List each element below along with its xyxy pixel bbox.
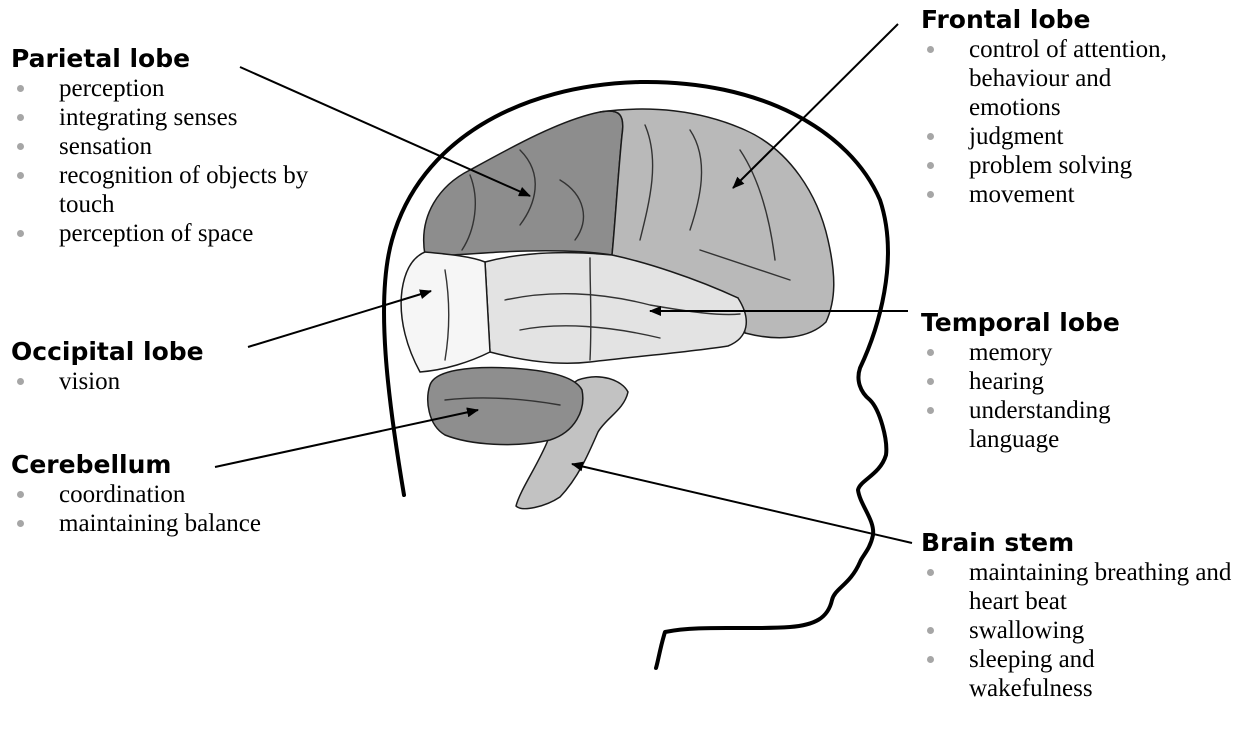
- function-item: hearing: [921, 367, 1251, 396]
- parietal-function-list: perception integrating senses sensation …: [11, 74, 371, 248]
- temporal-lobe-label: Temporal lobe memory hearing understandi…: [921, 308, 1251, 454]
- cerebellum-function-list: coordination maintaining balance: [11, 480, 351, 538]
- cerebellum-label: Cerebellum coordination maintaining bala…: [11, 450, 351, 538]
- function-item: swallowing: [921, 616, 1260, 645]
- frontal-arrow: [733, 24, 898, 188]
- frontal-function-list: control of attention, behaviour and emot…: [921, 35, 1221, 209]
- occipital-lobe-label: Occipital lobe vision: [11, 337, 311, 396]
- parietal-lobe-title: Parietal lobe: [11, 44, 371, 74]
- function-item: control of attention, behaviour and emot…: [921, 35, 1199, 122]
- function-item: sleeping and wakefulness: [921, 645, 1139, 703]
- function-item: perception: [11, 74, 371, 103]
- function-item: maintaining breathing and heart beat: [921, 558, 1254, 616]
- function-item: perception of space: [11, 219, 371, 248]
- function-item: judgment: [921, 122, 1221, 151]
- function-item: coordination: [11, 480, 351, 509]
- cerebellum-title: Cerebellum: [11, 450, 351, 480]
- frontal-lobe-label: Frontal lobe control of attention, behav…: [921, 5, 1221, 209]
- occipital-function-list: vision: [11, 367, 311, 396]
- function-item: vision: [11, 367, 311, 396]
- occipital-lobe-title: Occipital lobe: [11, 337, 311, 367]
- parietal-lobe-label: Parietal lobe perception integrating sen…: [11, 44, 371, 248]
- cerebellum-region: [428, 368, 583, 445]
- function-item: recognition of objects by touch: [11, 161, 349, 219]
- function-item: sensation: [11, 132, 371, 161]
- function-item: integrating senses: [11, 103, 371, 132]
- temporal-function-list: memory hearing understanding language: [921, 338, 1251, 454]
- function-item: problem solving: [921, 151, 1221, 180]
- function-item: understanding language: [921, 396, 1139, 454]
- brainstem-label: Brain stem maintaining breathing and hea…: [921, 528, 1260, 703]
- temporal-lobe-title: Temporal lobe: [921, 308, 1251, 338]
- function-item: memory: [921, 338, 1251, 367]
- function-item: maintaining balance: [11, 509, 351, 538]
- function-item: movement: [921, 180, 1221, 209]
- brainstem-title: Brain stem: [921, 528, 1260, 558]
- frontal-lobe-title: Frontal lobe: [921, 5, 1221, 35]
- brainstem-function-list: maintaining breathing and heart beat swa…: [921, 558, 1260, 703]
- parietal-lobe-region: [424, 111, 623, 255]
